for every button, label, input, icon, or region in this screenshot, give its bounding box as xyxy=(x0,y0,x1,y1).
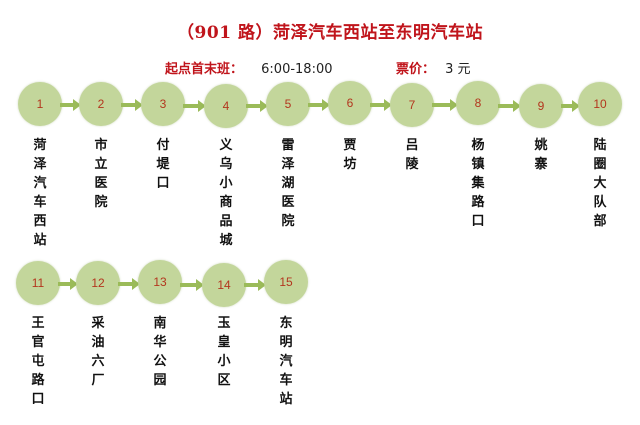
arrow-right-icon xyxy=(244,277,266,291)
stop-node: 14 xyxy=(202,263,246,307)
stop-number: 8 xyxy=(474,96,482,110)
arrow-right-icon xyxy=(432,97,458,111)
stop-name: 吕陵 xyxy=(405,138,419,172)
stop-number: 1 xyxy=(36,97,44,111)
schedule-info: 起点首末班： 6:00-18:00 xyxy=(165,58,333,77)
stop-number: 12 xyxy=(91,276,105,290)
stop-node: 6 xyxy=(328,81,372,125)
fare-info: 票价： 3 元 xyxy=(396,58,471,77)
arrow-right-icon xyxy=(121,97,143,111)
arrow-right-icon xyxy=(370,97,392,111)
stop-node: 10 xyxy=(578,82,622,126)
arrow-right-icon xyxy=(561,98,580,112)
schedule-label: 起点首末班： xyxy=(165,62,244,77)
stop-number: 10 xyxy=(593,97,607,111)
stop-node: 3 xyxy=(141,82,185,126)
arrow-right-icon xyxy=(118,276,140,290)
stop-node: 15 xyxy=(264,260,308,304)
arrow-right-icon xyxy=(60,97,81,111)
arrow-right-icon xyxy=(246,98,268,112)
schedule-value: 6:00-18:00 xyxy=(261,62,333,77)
arrow-right-icon xyxy=(180,277,204,291)
stop-name: 付堤口 xyxy=(156,138,170,191)
arrow-right-icon xyxy=(58,276,78,290)
stop-number: 13 xyxy=(153,275,167,289)
stop-number: 6 xyxy=(346,96,354,110)
arrow-right-icon xyxy=(183,98,206,112)
stop-name: 王官屯路口 xyxy=(31,316,45,407)
stop-node: 11 xyxy=(16,261,60,305)
arrow-right-icon xyxy=(498,98,521,112)
stop-name: 采油六厂 xyxy=(91,316,105,388)
stop-number: 3 xyxy=(159,97,167,111)
stop-node: 5 xyxy=(266,82,310,126)
stop-name: 玉皇小区 xyxy=(217,316,231,388)
stop-node: 9 xyxy=(519,84,563,128)
stop-name: 南华公园 xyxy=(153,316,167,388)
stop-node: 8 xyxy=(456,81,500,125)
stop-name: 姚寨 xyxy=(534,138,548,172)
stop-number: 11 xyxy=(31,276,45,290)
arrow-right-icon xyxy=(308,97,330,111)
stop-number: 9 xyxy=(537,99,545,113)
stop-name: 杨镇集路口 xyxy=(471,138,485,229)
stop-node: 2 xyxy=(79,82,123,126)
stop-number: 7 xyxy=(408,98,416,112)
fare-label: 票价： xyxy=(396,62,436,77)
stop-node: 12 xyxy=(76,261,120,305)
fare-value: 3 元 xyxy=(445,62,471,77)
stop-node: 1 xyxy=(18,82,62,126)
route-title: （901 路）菏泽汽车西站至东明汽车站 xyxy=(177,23,483,43)
stop-name: 陆圈大队部 xyxy=(593,138,607,229)
stop-node: 4 xyxy=(204,84,248,128)
stop-number: 2 xyxy=(97,97,105,111)
stop-name: 贾坊 xyxy=(343,138,357,172)
stop-number: 15 xyxy=(279,275,293,289)
stop-number: 4 xyxy=(222,99,230,113)
stop-node: 7 xyxy=(390,83,434,127)
stop-name: 雷泽湖医院 xyxy=(281,138,295,229)
stop-number: 5 xyxy=(284,97,292,111)
stop-number: 14 xyxy=(217,278,231,292)
stop-node: 13 xyxy=(138,260,182,304)
stop-name: 东明汽车站 xyxy=(279,316,293,407)
stop-name: 菏泽汽车西站 xyxy=(33,138,47,248)
stop-name: 市立医院 xyxy=(94,138,108,210)
stop-name: 义乌小商品城 xyxy=(219,138,233,248)
